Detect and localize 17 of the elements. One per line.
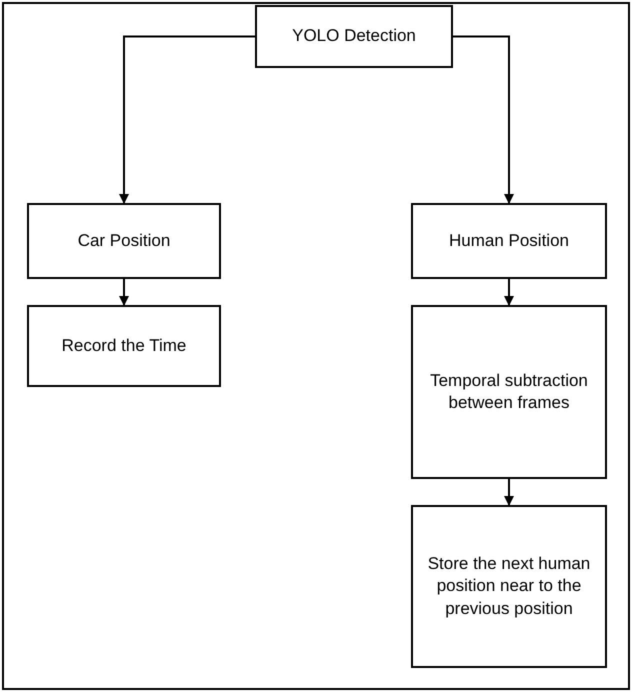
arrow [504,279,514,306]
box-label: Record the Time [62,334,186,357]
box-label: Store the next human position near to the previous position [426,553,592,620]
box-label: Human Position [448,230,569,252]
arrow [119,279,129,306]
process-box [255,5,453,68]
process-box [411,305,607,479]
box-label: Car Position [78,230,170,252]
box-label: YOLO Detection [292,25,416,48]
arrow [504,479,514,506]
process-box [411,203,607,279]
process-box [27,305,221,387]
box-label: Temporal subtraction between frames [429,370,589,414]
process-box [27,203,221,279]
arrow [453,36,514,204]
process-box [411,505,607,668]
arrow [119,36,255,204]
